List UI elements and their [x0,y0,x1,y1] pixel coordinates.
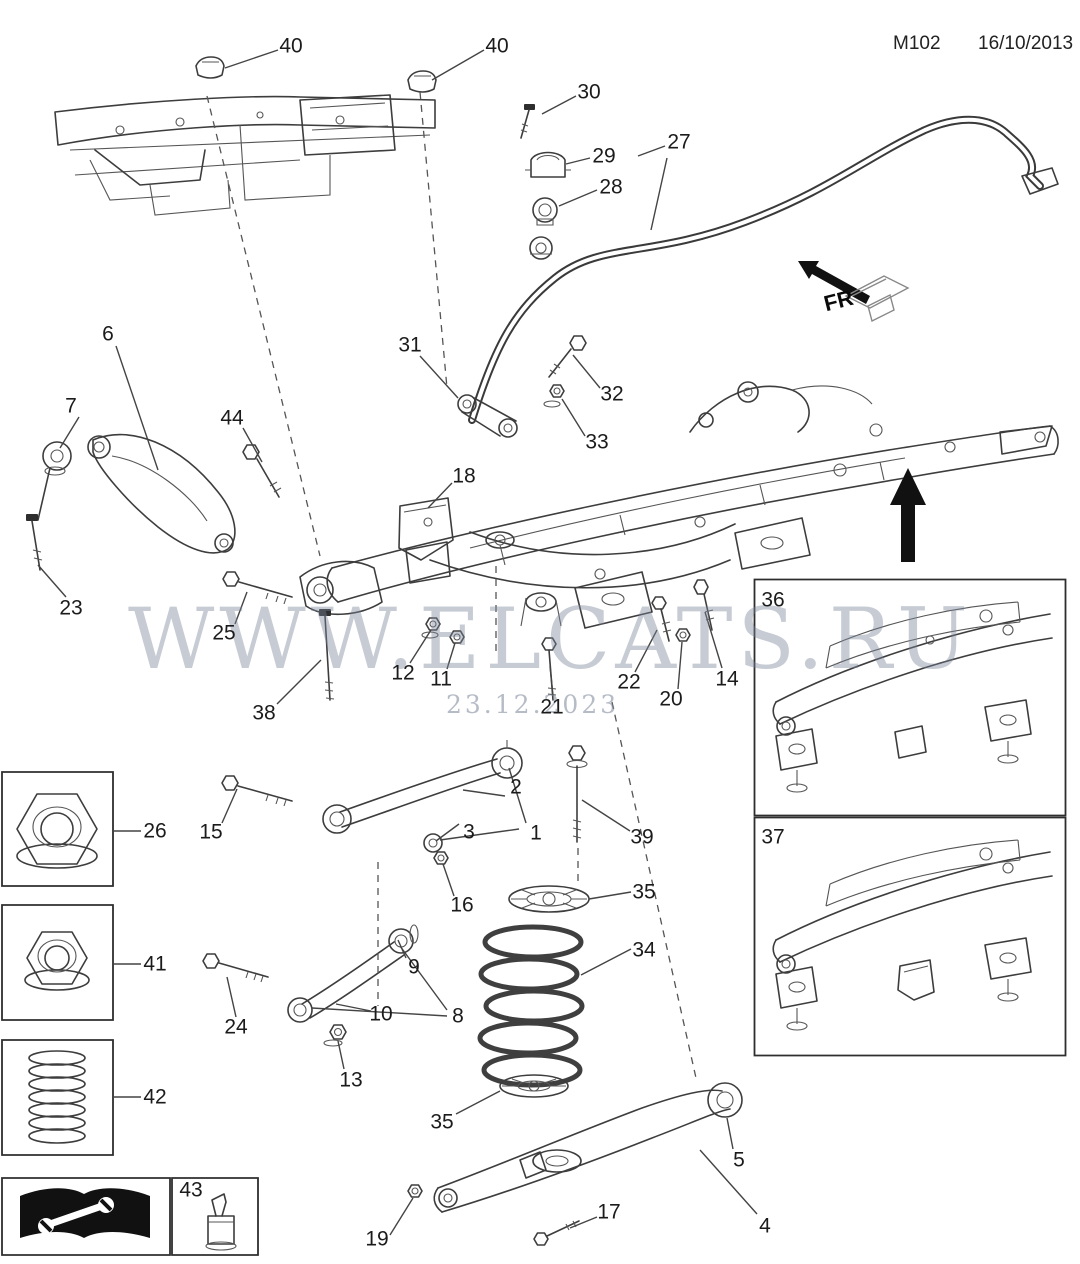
upper-arm-art [26,435,281,570]
part-callout-43[interactable]: 43 [179,1178,203,1202]
part-callout-30[interactable]: 30 [577,80,601,104]
wrench-icon [50,1206,102,1224]
part-callout-27[interactable]: 27 [667,130,691,154]
legend-box-manual-art [2,1178,170,1255]
part-callout-14[interactable]: 14 [715,667,739,691]
stabilizer-bar-art [472,120,1058,420]
legend-box-43-art [172,1178,258,1255]
part-callout-11[interactable]: 11 [430,667,452,691]
part-callout-5[interactable]: 5 [733,1148,745,1172]
legend-box-42-art [2,1040,113,1155]
part-callout-18[interactable]: 18 [452,464,476,488]
legend-box-26-art [2,772,113,886]
part-callout-42[interactable]: 42 [143,1085,167,1109]
part-callout-35[interactable]: 35 [632,880,656,904]
part-callout-31[interactable]: 31 [398,333,422,357]
part-callout-40[interactable]: 40 [485,34,509,58]
part-callout-24[interactable]: 24 [224,1015,248,1039]
subframe-pointer-arrow-icon [890,468,926,562]
part-callout-36[interactable]: 36 [761,588,785,612]
clip-40-left-art [196,57,224,78]
part-callout-12[interactable]: 12 [391,661,415,685]
part-callout-32[interactable]: 32 [600,382,624,406]
part-callout-3[interactable]: 3 [463,820,475,844]
part-callout-7[interactable]: 7 [65,394,77,418]
stabilizer-link-art [458,336,586,437]
lower-arm-art [408,1083,742,1245]
part-callout-40[interactable]: 40 [279,34,303,58]
toe-link-art [203,925,418,1046]
part-callout-25[interactable]: 25 [212,621,236,645]
diagram-date: 16/10/2013 [978,33,1074,54]
construction-lines [207,92,696,1078]
bracket-18-art [399,498,453,583]
part-callout-38[interactable]: 38 [252,701,276,725]
part-callout-21[interactable]: 21 [540,695,564,719]
part-callout-4[interactable]: 4 [759,1214,771,1238]
upper-link-art [222,740,587,864]
fr-arrow-icon [798,261,908,321]
part-callout-28[interactable]: 28 [599,175,623,199]
part-callout-8[interactable]: 8 [452,1004,464,1028]
part-callout-17[interactable]: 17 [597,1200,621,1224]
part-callout-13[interactable]: 13 [339,1068,363,1092]
part-callout-35[interactable]: 35 [430,1110,454,1134]
part-callout-33[interactable]: 33 [585,430,609,454]
part-callout-26[interactable]: 26 [143,819,167,843]
mid-fasteners-art [223,572,464,700]
legend-box-41-art [2,905,113,1020]
part-callout-41[interactable]: 41 [143,952,167,976]
part-callout-15[interactable]: 15 [199,820,223,844]
leader-lines [38,50,757,1235]
part-callout-44[interactable]: 44 [220,406,244,430]
clip-40-right-art [408,71,436,92]
part-callout-16[interactable]: 16 [450,893,474,917]
part-callout-37[interactable]: 37 [761,825,785,849]
subframe-art [300,382,1058,628]
stabilizer-clamp-art [521,104,571,259]
spring-art [480,886,589,1097]
inset-37-art [755,818,1066,1056]
part-callout-9[interactable]: 9 [408,955,420,979]
part-callout-2[interactable]: 2 [510,775,522,799]
part-callout-19[interactable]: 19 [365,1227,389,1251]
part-callout-22[interactable]: 22 [617,670,641,694]
diagram-code: M102 [893,33,941,54]
part-callout-39[interactable]: 39 [630,825,654,849]
part-callout-6[interactable]: 6 [102,322,114,346]
part-callout-34[interactable]: 34 [632,938,656,962]
subframe-bolts-art [542,580,714,700]
part-callout-29[interactable]: 29 [592,144,616,168]
part-callout-20[interactable]: 20 [659,687,683,711]
part-callout-23[interactable]: 23 [59,596,83,620]
inset-36-art [755,580,1066,816]
part-callout-1[interactable]: 1 [530,821,542,845]
frame-rail-art [55,95,435,215]
part-callout-10[interactable]: 10 [369,1002,393,1026]
